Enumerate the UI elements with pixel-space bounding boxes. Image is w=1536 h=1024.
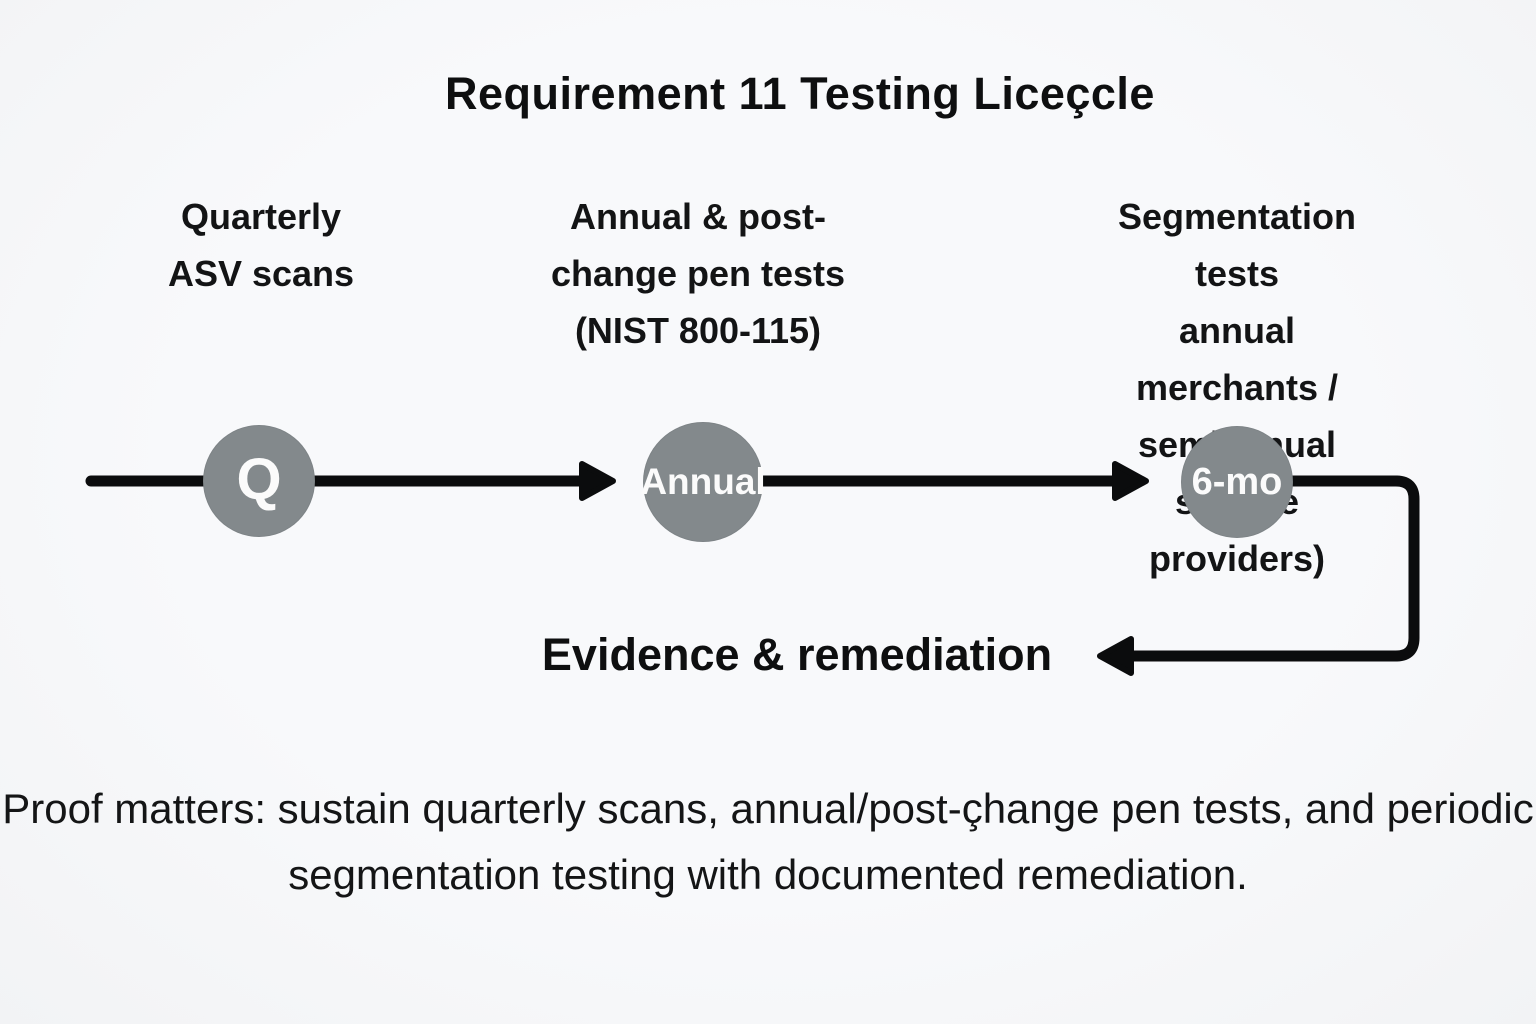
stage-node-6mo-label: 6-mo [1191, 460, 1283, 503]
arrowhead-right-1-icon [579, 461, 616, 501]
arrowhead-left-icon [1097, 636, 1134, 676]
stage-node-quarterly: Q [203, 425, 315, 537]
stage-label-annual-pentests: Annual & post- change pen tests (NIST 80… [550, 196, 846, 351]
stage-label-quarterly-asv: Quarterly ASV scans [167, 196, 355, 294]
footer-summary-text: Proof matters: sustain quarterly scans, … [2, 785, 1534, 898]
stage-node-quarterly-label: Q [236, 446, 282, 512]
evidence-remediation-label: Evidence & remediation [541, 629, 1053, 680]
arrowhead-right-2-icon [1112, 461, 1149, 501]
stage-node-6mo: 6-mo [1181, 426, 1293, 538]
diagram-title: Requirement 11 Testing Liceçcle [445, 68, 1155, 119]
stage-node-annual-label: Annual [640, 461, 766, 502]
stage-node-annual: Annual [640, 422, 766, 542]
feedback-loop-line [1124, 475, 1420, 662]
